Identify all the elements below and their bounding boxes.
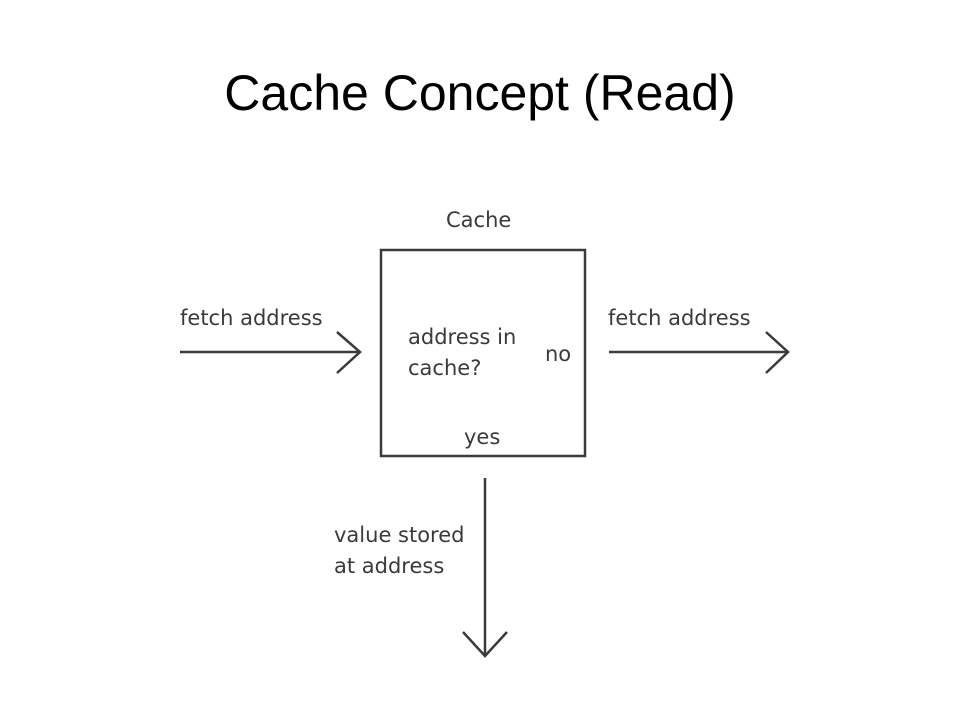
- result-line1: value stored: [334, 523, 465, 547]
- cache-question-label: address in cache?: [408, 322, 516, 384]
- cache-question-line2: cache?: [408, 356, 482, 380]
- cache-box: [379, 248, 587, 458]
- input-fetch-address-label: fetch address: [180, 306, 323, 330]
- slide-title: Cache Concept (Read): [224, 65, 736, 121]
- cache-question-line1: address in: [408, 325, 517, 349]
- down-arrow-head: [462, 631, 508, 658]
- input-arrow-head: [336, 331, 362, 374]
- yes-label: yes: [464, 425, 501, 449]
- cache-label: Cache: [446, 208, 512, 232]
- no-label: no: [545, 342, 572, 366]
- result-label: value stored at address: [334, 520, 464, 582]
- output-fetch-address-label: fetch address: [608, 306, 751, 330]
- result-line2: at address: [334, 554, 445, 578]
- output-arrow-head: [765, 331, 790, 374]
